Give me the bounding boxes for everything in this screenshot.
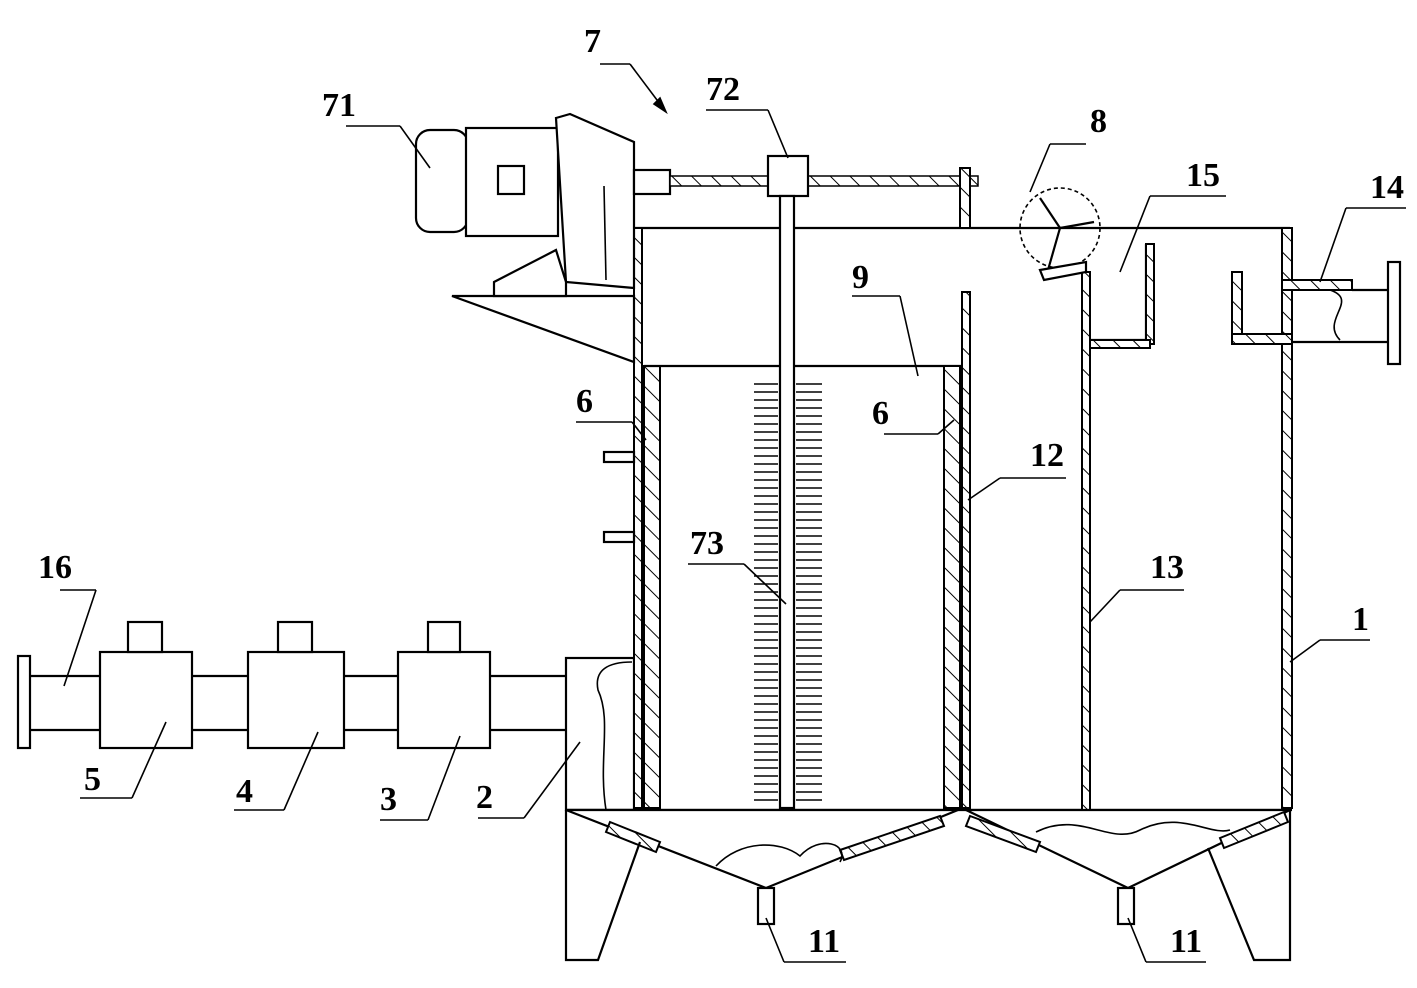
label-8: 8	[1090, 103, 1107, 140]
label-11-right: 11	[1170, 923, 1202, 960]
labels: 7 71 72 8 15 14 9 6 6 12 13 1 73 16 5 4 …	[38, 23, 1404, 960]
label-2: 2	[476, 779, 493, 816]
label-6-right: 6	[872, 395, 889, 432]
outlet-14	[1231, 260, 1402, 366]
nut-72	[766, 154, 810, 198]
skimmer-8	[1019, 187, 1101, 282]
label-3: 3	[380, 781, 397, 818]
label-73: 73	[690, 525, 724, 562]
label-13: 13	[1150, 549, 1184, 586]
label-71: 71	[322, 87, 356, 124]
unit-3	[396, 650, 492, 750]
label-9: 9	[852, 259, 869, 296]
unit-2	[564, 656, 636, 812]
unit-5	[98, 650, 194, 750]
leader-lines	[60, 63, 1406, 963]
label-6-left: 6	[576, 383, 593, 420]
label-7: 7	[584, 23, 601, 60]
tank-body	[566, 226, 1293, 812]
trough-15	[1089, 243, 1155, 349]
label-5: 5	[84, 761, 101, 798]
label-72: 72	[706, 71, 740, 108]
unit-4	[246, 650, 346, 750]
bristles-73	[754, 383, 822, 801]
label-16: 16	[38, 549, 72, 586]
label-4: 4	[236, 773, 253, 810]
inlet-pipeline	[16, 620, 636, 812]
label-11-left: 11	[808, 923, 840, 960]
shaft-73	[778, 194, 796, 810]
motor-71	[414, 128, 470, 234]
hoppers	[564, 808, 1292, 962]
label-12: 12	[1030, 437, 1064, 474]
drive-7	[414, 112, 979, 810]
label-1: 1	[1352, 601, 1369, 638]
label-14: 14	[1370, 169, 1404, 206]
label-15: 15	[1186, 157, 1220, 194]
